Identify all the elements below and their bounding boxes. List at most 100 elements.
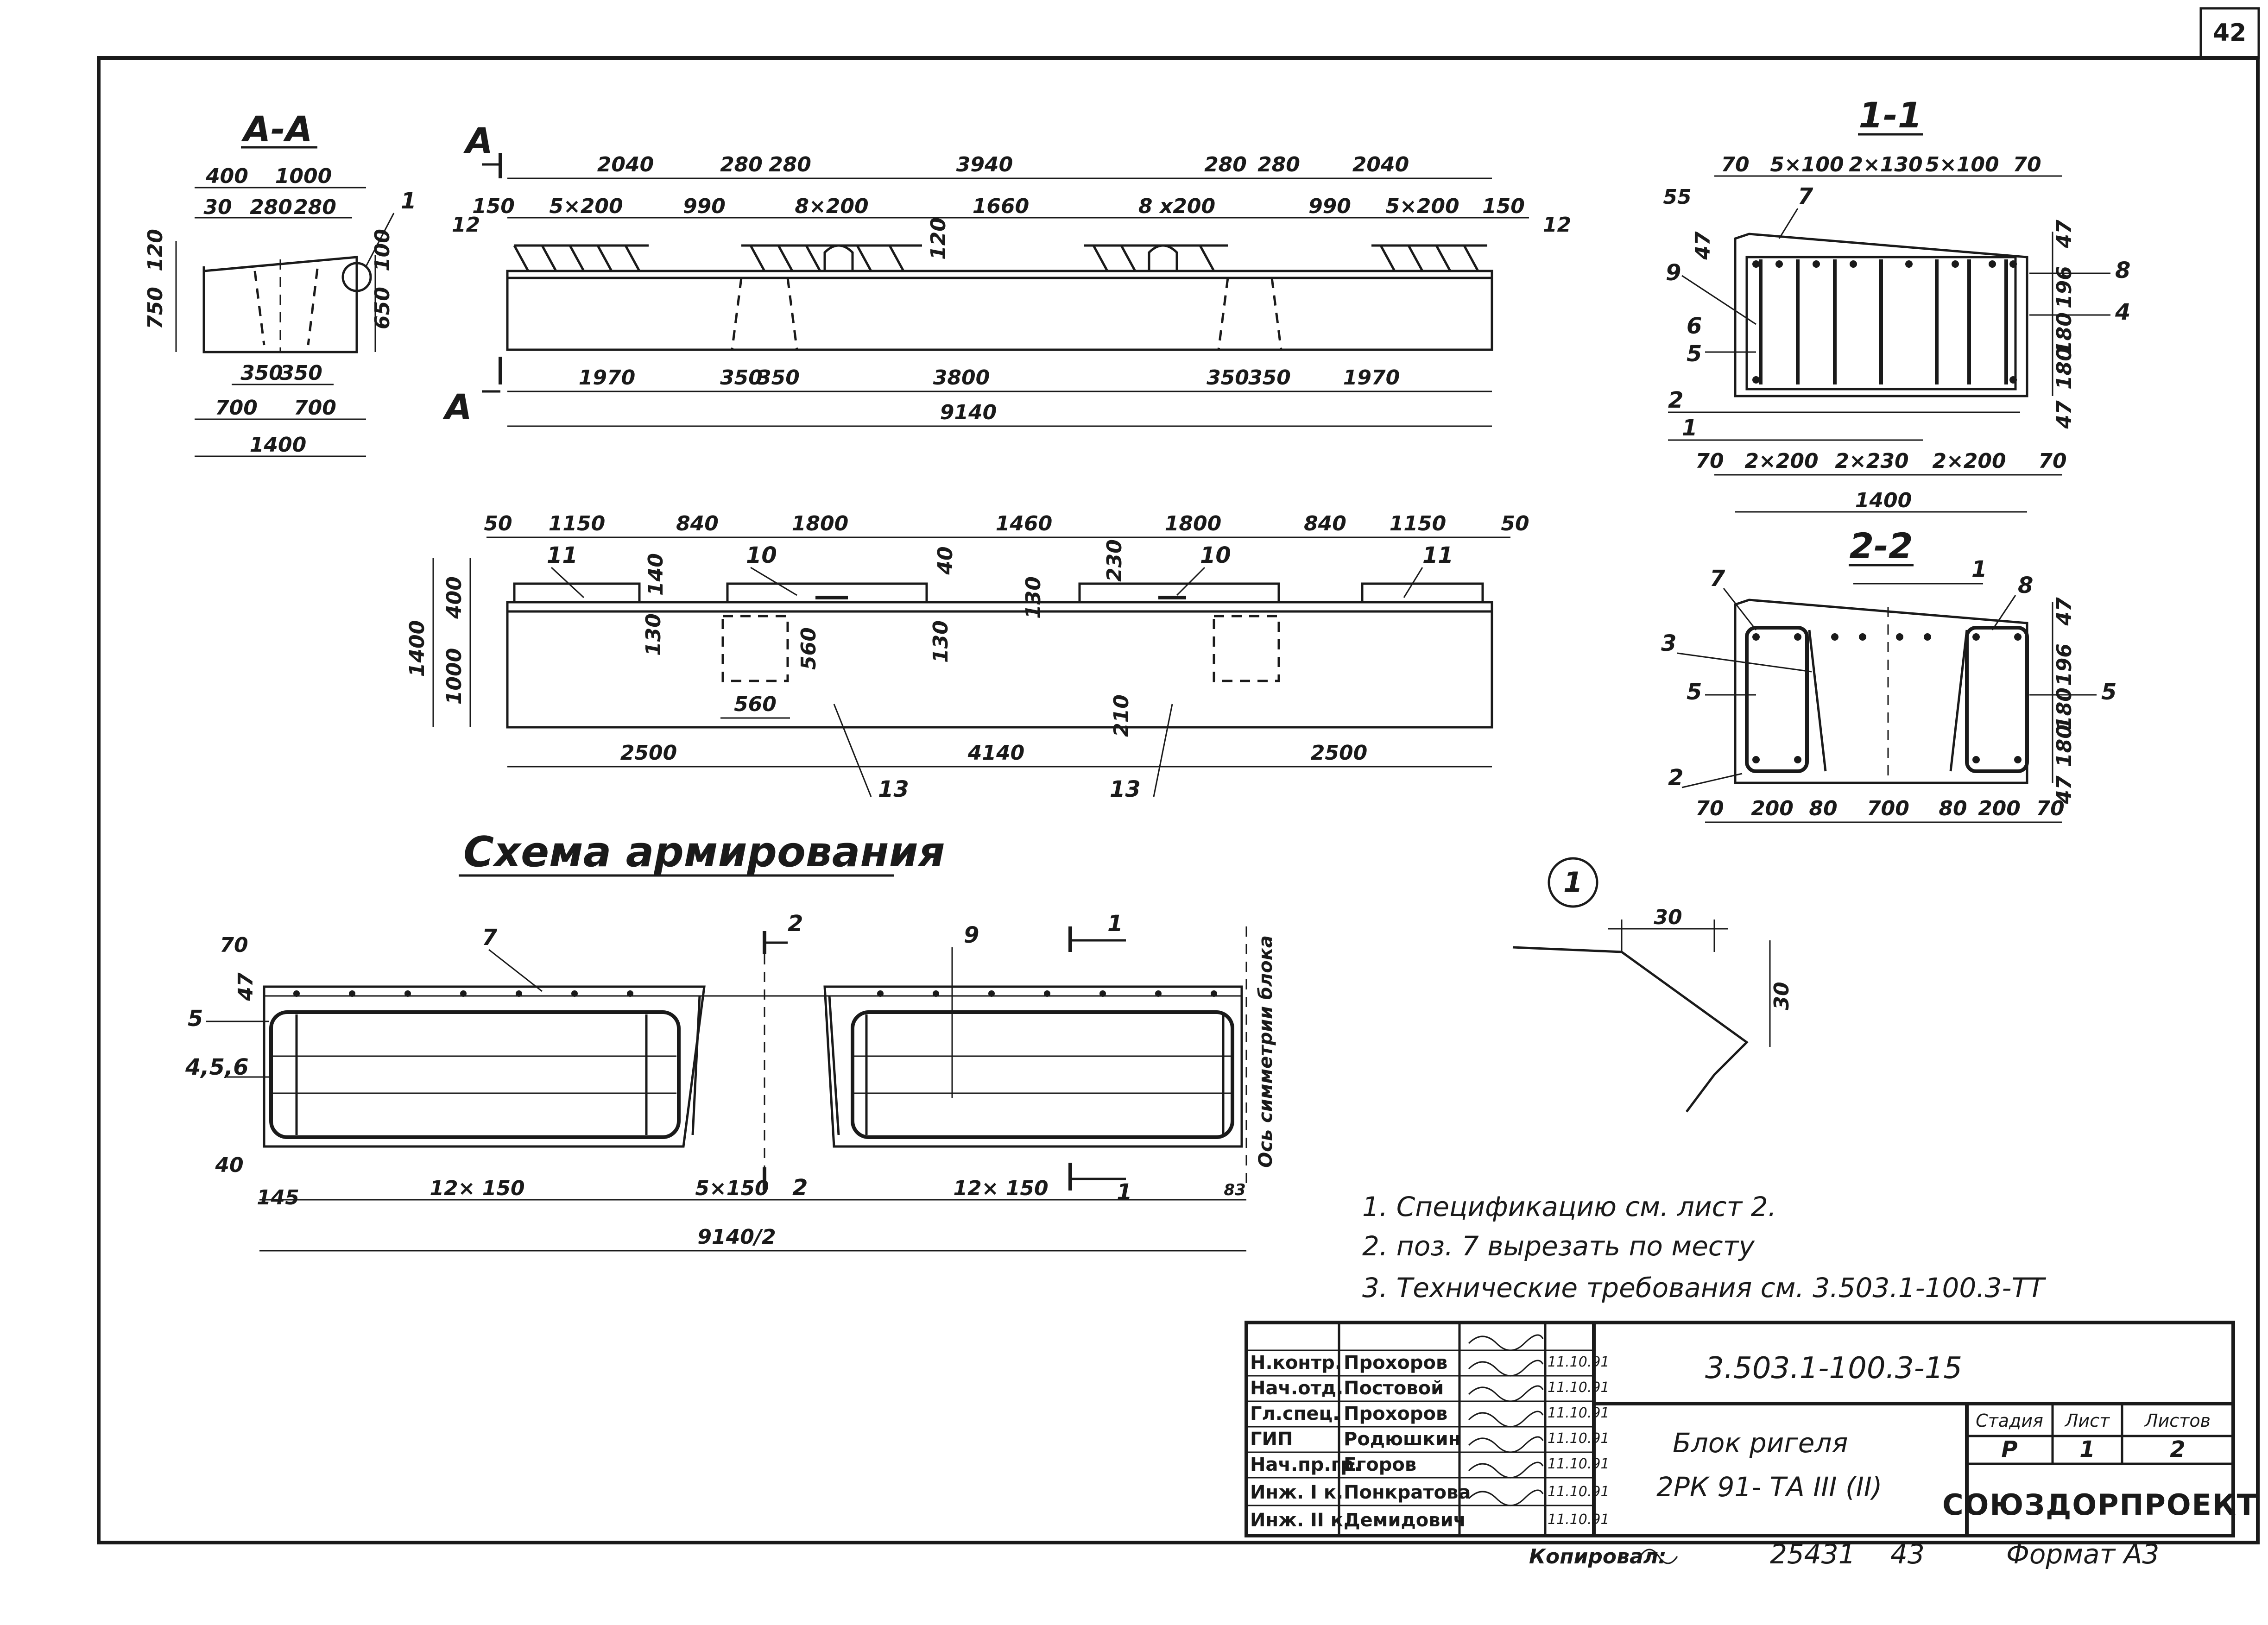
title-block-roles: Н.контр. Нач.отд. Гл.спец. ГИП Нач.пр.гр…	[1250, 1352, 1361, 1531]
section-aa-title: А-А	[241, 108, 312, 150]
plan-dim-1400: 1400	[405, 620, 429, 677]
aa-dim-280b: 280	[294, 195, 336, 219]
tb-date-2: 11.10.91	[1548, 1405, 1610, 1421]
title-block-names: Прохоров Постовой Прохоров Родюшкин Егор…	[1344, 1352, 1471, 1531]
rs-cut-2-bottom: 2	[792, 1175, 808, 1201]
elev-dim-350c: 350	[1207, 366, 1249, 390]
plan-dim-50a: 50	[484, 512, 512, 535]
s22-bot-80a: 80	[1809, 797, 1837, 820]
s22-mark-1: 1	[1971, 556, 1987, 582]
plan-dim-560h: 560	[734, 693, 777, 716]
elev-dim-8x200b: 8 х200	[1138, 195, 1215, 218]
tb-role-5: Инж. I к.	[1250, 1482, 1343, 1503]
reinforcement-title: Схема армирования	[463, 828, 945, 876]
s22-right-180a: 180	[2053, 687, 2076, 730]
elev-mark-12-left: 12	[452, 213, 480, 237]
s22-bot-200b: 200	[1978, 797, 2021, 820]
s22-bot-200a: 200	[1751, 797, 1794, 820]
plan-dim-2500b: 2500	[1311, 741, 1367, 765]
s11-top-2x130: 2×130	[1849, 153, 1922, 176]
s11-bot-2x200b: 2×200	[1932, 449, 2006, 473]
detail-dim-h: 30	[1654, 906, 1682, 929]
elev-dim-150a: 150	[472, 195, 515, 218]
section-11-title: 1-1	[1858, 94, 1922, 136]
elev-dim-280b: 280	[769, 153, 811, 176]
elev-dim-2040a: 2040	[597, 153, 654, 176]
s22-bot-700: 700	[1867, 797, 1909, 820]
tb-name-4: Егоров	[1344, 1454, 1416, 1475]
plan-dim-4140: 4140	[967, 741, 1024, 765]
aa-dim-400: 400	[205, 164, 248, 188]
s11-mark-2: 2	[1668, 387, 1683, 413]
section-22: 2-2 7 3 5 2 1 8 5 47 196 180 180	[1661, 525, 2116, 823]
note-2: 2. поз. 7 вырезать по месту	[1362, 1230, 1755, 1262]
elev-dim-280d: 280	[1257, 153, 1300, 176]
elev-dim-350b: 350	[757, 366, 800, 390]
footer-inventory: 25431	[1770, 1538, 1856, 1570]
rs-dim-70: 70	[220, 933, 248, 957]
title-block: Н.контр. Нач.отд. Гл.спец. ГИП Нач.пр.гр…	[1245, 1321, 2256, 1537]
elev-dim-990b: 990	[1308, 195, 1351, 218]
rs-mark-9: 9	[964, 922, 979, 948]
footer-format: Формат А3	[2006, 1538, 2159, 1570]
tb-name-2: Прохоров	[1344, 1403, 1447, 1424]
rs-mark-5: 5	[188, 1006, 203, 1032]
s22-mark-3: 3	[1661, 630, 1676, 656]
s22-mark-8: 8	[2018, 573, 2033, 598]
s22-right-47a: 47	[2053, 597, 2076, 626]
tb-name-5: Понкратова	[1344, 1482, 1471, 1503]
s22-bot-80b: 80	[1939, 797, 1967, 820]
aa-dim-30: 30	[203, 195, 232, 219]
plan-dim-230: 230	[1103, 539, 1126, 582]
elev-dim-3800: 3800	[933, 366, 990, 390]
s11-total-1400: 1400	[1855, 489, 1912, 512]
plan-dim-1150a: 1150	[549, 512, 605, 535]
detail-1-callout: 1	[1563, 866, 1583, 899]
title-block-signatures	[1468, 1334, 1544, 1506]
s11-mark-8: 8	[2115, 258, 2130, 283]
tb-sheets-header: Листов	[2144, 1411, 2211, 1431]
aa-dim-700b: 700	[294, 396, 336, 420]
rs-dim-145: 145	[257, 1186, 299, 1209]
rs-axis-label: Ось симметрии блока	[1255, 935, 1276, 1168]
tb-date-0: 11.10.91	[1548, 1354, 1610, 1370]
elev-dim-350a: 350	[720, 366, 763, 390]
s22-mark-2: 2	[1668, 765, 1683, 791]
elev-dim-3940: 3940	[956, 153, 1013, 176]
detail-dim-v: 30	[1770, 982, 1794, 1010]
rs-dim-5x150: 5×150	[695, 1177, 769, 1200]
s11-left-55: 55	[1663, 185, 1691, 209]
s11-right-196: 196	[2053, 266, 2076, 309]
plan-view: 50 1150 840 1800 1460 1800 840 1150 50 1…	[405, 512, 1529, 802]
rs-dim-83: 83	[1224, 1181, 1245, 1199]
s11-top-5x100a: 5×100	[1770, 153, 1844, 176]
footer-inventory-sheet: 43	[1890, 1538, 1925, 1570]
note-3: 3. Технические требования см. 3.503.1-10…	[1362, 1272, 2047, 1304]
sheet-frame: 42	[97, 7, 2260, 1544]
s22-bot-70a: 70	[1695, 797, 1724, 820]
title-block-dates: 11.10.91 11.10.91 11.10.91 11.10.91 11.1…	[1548, 1354, 1610, 1528]
rs-cut-1-top: 1	[1107, 911, 1123, 937]
tb-date-1: 11.10.91	[1548, 1379, 1610, 1396]
elev-dim-5x200b: 5×200	[1385, 195, 1459, 218]
footer-copied: Копировал:	[1529, 1545, 1667, 1568]
rs-dim-12x150a: 12× 150	[430, 1177, 524, 1200]
aa-dim-350b: 350	[280, 361, 322, 385]
tb-role-1: Нач.отд.	[1250, 1378, 1343, 1399]
elev-mark-12-right: 12	[1543, 213, 1571, 237]
elev-stirrups-right	[1084, 244, 1487, 272]
rs-cut-2-top: 2	[788, 911, 803, 937]
aa-dim-280a: 280	[250, 195, 292, 219]
s22-right-47b: 47	[2053, 775, 2076, 805]
sheet-number: 42	[2213, 19, 2246, 47]
plan-dim-130c: 130	[929, 620, 953, 663]
s11-bars	[1752, 259, 2017, 384]
elev-dim-280a: 280	[720, 153, 763, 176]
rs-dim-40: 40	[215, 1153, 243, 1177]
rs-dim-47: 47	[234, 972, 258, 1001]
note-1: 1. Спецификацию см. лист 2.	[1362, 1191, 1776, 1222]
s11-mark-9: 9	[1666, 260, 1681, 286]
s11-right-47a: 47	[2053, 220, 2076, 249]
plan-dim-840a: 840	[676, 512, 719, 535]
tb-role-3: ГИП	[1250, 1429, 1293, 1450]
